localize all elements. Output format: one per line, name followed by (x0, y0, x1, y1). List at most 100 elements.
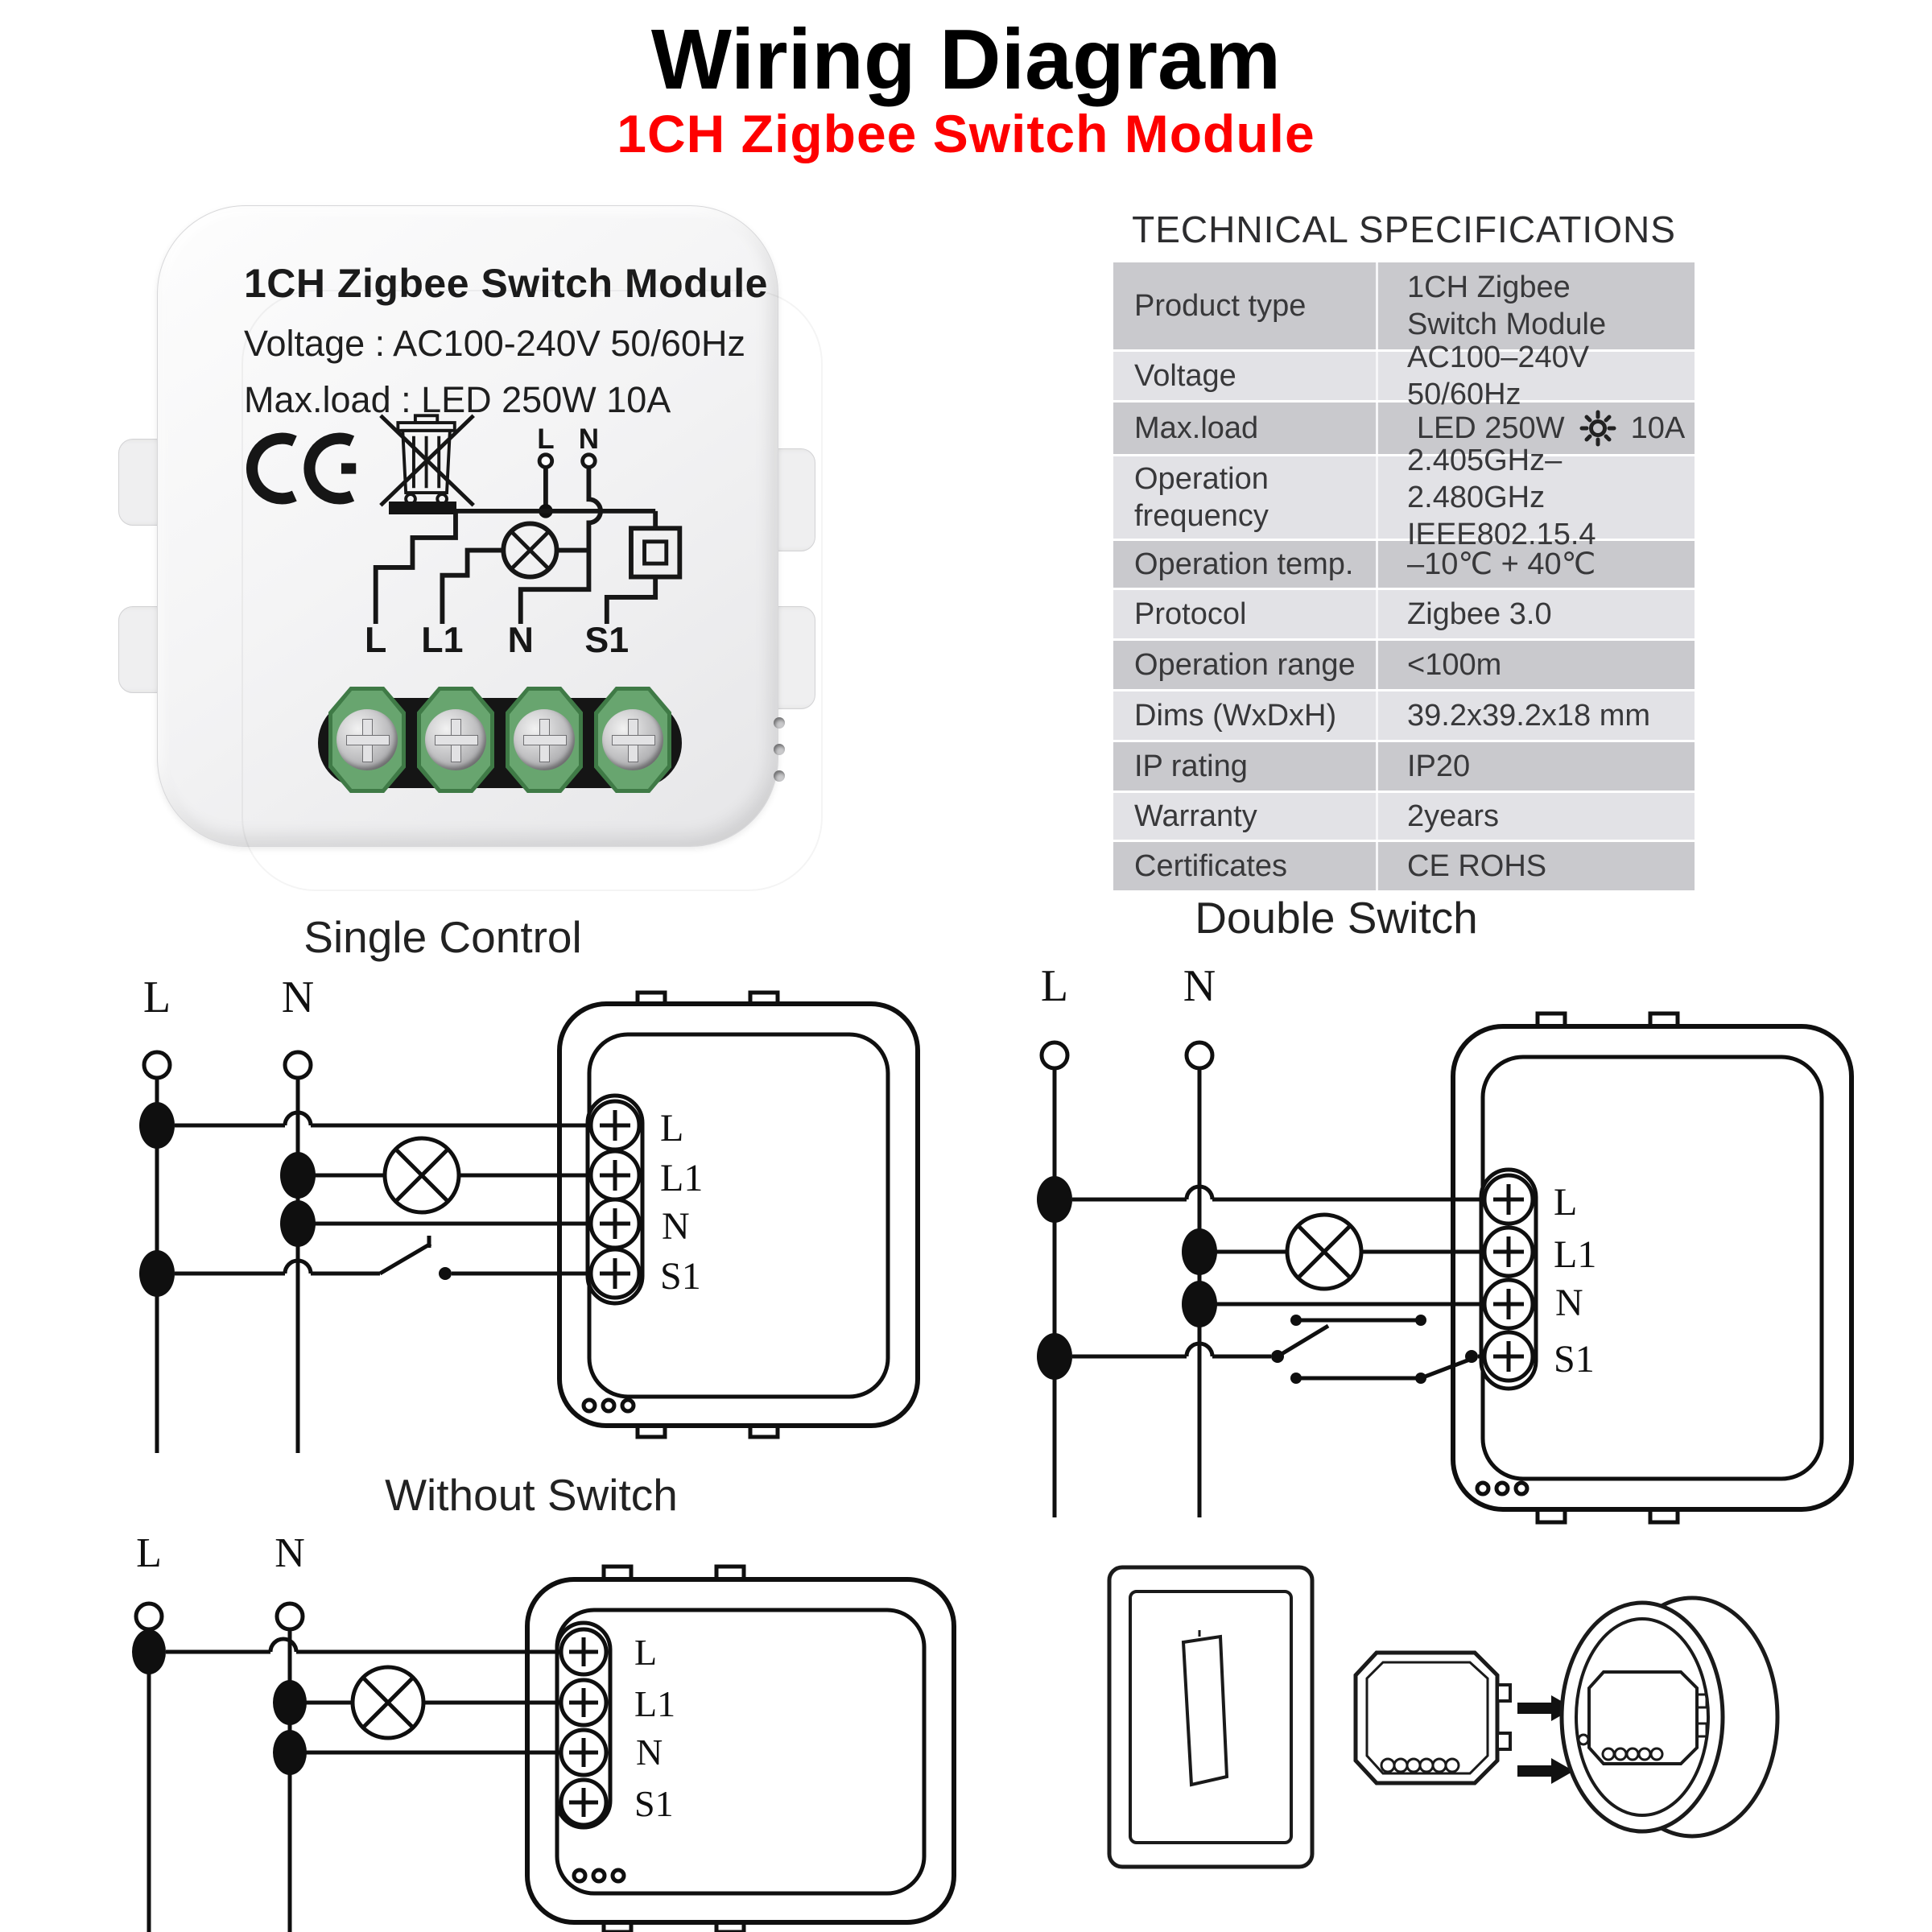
supply-label-l: L (143, 972, 171, 1022)
junction-dot (132, 1629, 166, 1674)
product-title-print: 1CH Zigbee Switch Module (244, 261, 768, 306)
product-photo: 1CH Zigbee Switch Module Voltage : AC100… (93, 141, 823, 891)
spec-value: <100m (1407, 648, 1502, 682)
terminal-screw (602, 709, 663, 770)
terminal-label-n: N (636, 1732, 663, 1773)
module-outline (525, 1564, 956, 1932)
wire-s1-in (1072, 1341, 1271, 1359)
supply-label-l: L (1041, 961, 1068, 1011)
spec-value: CE ROHS (1407, 849, 1547, 883)
junction-dot (139, 1250, 175, 1297)
diagram-without-switch: L N L L1 N (132, 1530, 956, 1932)
printed-schematic: L N L L1 N S1 (365, 423, 683, 660)
sun-bulb-icon (1579, 410, 1616, 447)
wire-l (1072, 1184, 1485, 1202)
wire-l (175, 1110, 591, 1128)
module-in-box (1587, 1670, 1708, 1765)
diagram-title-double-switch: Double Switch (1195, 893, 1478, 943)
diagram-single-control: L N (139, 972, 920, 1453)
page-subtitle: 1CH Zigbee Switch Module (617, 104, 1315, 163)
module-clip-right-1 (772, 448, 815, 551)
spec-value: 2years (1407, 799, 1500, 833)
module-terminals (1482, 1173, 1535, 1383)
junction-dot (1037, 1176, 1072, 1223)
page-title: Wiring Diagram (650, 12, 1282, 107)
schematic-switch-icon (629, 526, 683, 580)
install-illustration (1107, 1565, 1780, 1869)
wire-l (166, 1637, 562, 1654)
supply-label-n: N (1183, 961, 1216, 1011)
module-terminals (559, 1627, 609, 1827)
schematic-label-n-top: N (579, 423, 599, 455)
terminal-label-l1: L1 (660, 1157, 703, 1199)
spec-value: AC100–240V 50/60Hz (1407, 341, 1590, 411)
lamp-icon (1285, 1212, 1364, 1291)
spec-label: IP rating (1113, 742, 1378, 791)
supply-pin (134, 1601, 164, 1632)
supply-pin (142, 1050, 172, 1080)
terminal-block-s1 (594, 687, 671, 793)
spec-row-max-load: Max.load LED 250W 10A (1113, 400, 1695, 454)
schematic-label-n: N (508, 620, 534, 660)
spec-label: Voltage (1113, 352, 1378, 400)
ce-mark-icon (246, 432, 357, 505)
spec-row-dims: Dims (WxDxH) 39.2x39.2x18 mm (1113, 689, 1695, 740)
lamp-icon (382, 1136, 461, 1215)
spec-label: Product type (1113, 262, 1378, 349)
junction-dot (1037, 1333, 1072, 1380)
module-face (242, 290, 823, 891)
spec-row-voltage: Voltage AC100–240V 50/60Hz (1113, 341, 1695, 411)
schematic-label-l-top: L (537, 423, 554, 455)
indicator-dot (774, 717, 785, 729)
terminal-block-l (328, 687, 406, 793)
terminal-label-s1: S1 (634, 1783, 674, 1824)
spec-label: Max.load (1113, 402, 1378, 454)
supply-label-n: N (282, 972, 314, 1022)
specs-heading: TECHNICAL SPECIFICATIONS (1132, 208, 1676, 250)
schematic-label-l1: L1 (421, 620, 463, 660)
spec-value: Zigbee 3.0 (1407, 597, 1552, 631)
weee-bar-icon (389, 502, 456, 514)
terminal-screw (514, 709, 575, 770)
supply-pin (1039, 1040, 1070, 1071)
lamp-icon (350, 1665, 426, 1740)
round-junction-box (1559, 1596, 1780, 1839)
supply-pin (275, 1601, 305, 1632)
spec-label: Operation temp. (1113, 541, 1378, 588)
schematic-label-l: L (365, 620, 386, 660)
spec-value: 39.2x39.2x18 mm (1407, 699, 1651, 733)
switch-module (1353, 1650, 1512, 1785)
arrow-icon (1517, 1758, 1574, 1784)
spec-label: Operation range (1113, 641, 1378, 689)
spec-row-protocol: Protocol Zigbee 3.0 (1113, 588, 1695, 638)
spec-label: Dims (WxDxH) (1113, 691, 1378, 740)
product-voltage-print: Voltage : AC100-240V 50/60Hz (244, 323, 745, 364)
terminal-label-s1: S1 (1554, 1338, 1595, 1381)
terminal-label-n: N (662, 1205, 690, 1248)
spec-row-ip-rating: IP rating IP20 (1113, 740, 1695, 791)
terminal-label-s1: S1 (660, 1255, 701, 1298)
supply-pin (283, 1050, 313, 1080)
indicator-dot (774, 770, 785, 782)
diagram-title-without-switch: Without Switch (385, 1470, 678, 1520)
spec-value: –10℃ + 40℃ (1407, 547, 1596, 581)
product-maxload-print: Max.load : LED 250W 10A (244, 379, 671, 420)
terminal-label-l1: L1 (634, 1683, 675, 1724)
arrow-icon (1517, 1695, 1574, 1721)
supply-label-l: L (136, 1530, 162, 1576)
module-terminal-dots (1380, 1757, 1460, 1773)
indicator-dot (774, 744, 785, 755)
diagram-double-switch: L N (1037, 961, 1854, 1525)
schematic-lamp-icon (501, 521, 559, 580)
wall-switch (1107, 1565, 1315, 1869)
terminal-label-l1: L1 (1554, 1233, 1596, 1276)
supply-label-n: N (275, 1530, 305, 1576)
switch-icon (378, 1236, 452, 1280)
junction-dot (139, 1102, 175, 1149)
terminal-label-l: L (634, 1632, 657, 1673)
